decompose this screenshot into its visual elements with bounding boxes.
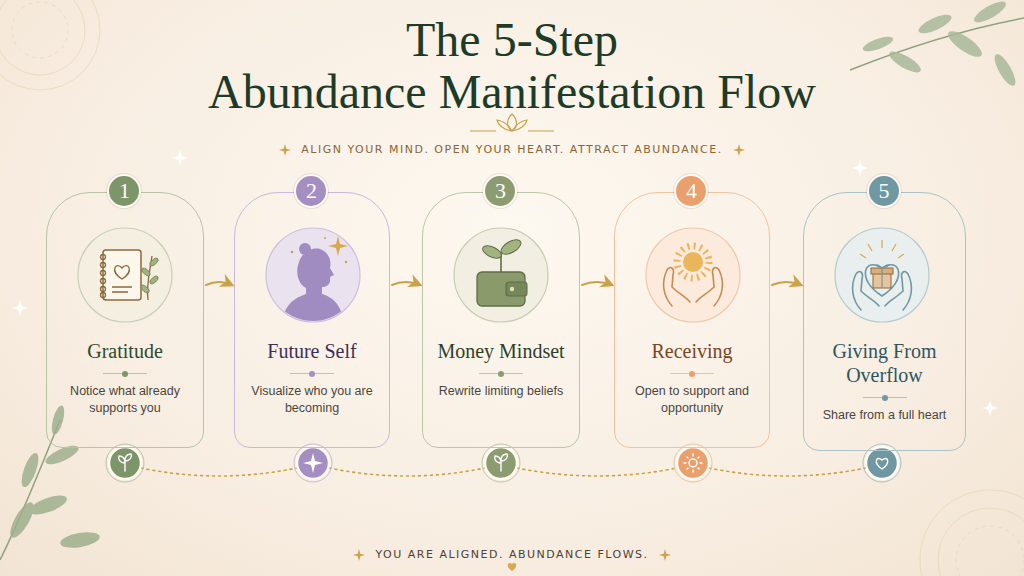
diagram-title: The 5-Step Abundance Manifestation Flow <box>0 14 1024 118</box>
sparkle-star <box>353 549 365 561</box>
divider-dot <box>689 371 695 377</box>
step-description: Share from a full heart <box>816 407 953 424</box>
step-number-badge: 2 <box>294 174 328 208</box>
flow-arrow <box>206 282 232 285</box>
step-number: 1 <box>119 180 130 202</box>
caption: YOU ARE ALIGNED. ABUNDANCE FLOWS. <box>375 548 648 561</box>
step-title: Money Mindset <box>431 339 571 363</box>
sparkle-star <box>659 549 671 561</box>
title-line: The 5-Step <box>0 14 1024 66</box>
step-card: Future SelfVisualize who you are becomin… <box>234 192 390 448</box>
sparkle-star <box>279 144 291 156</box>
divider-line <box>479 373 523 374</box>
divider-dot <box>309 371 315 377</box>
step-description: Visualize who you are becoming <box>247 383 377 417</box>
caption-band: YOU ARE ALIGNED. ABUNDANCE FLOWS. <box>0 543 1024 562</box>
step-title: Giving From Overflow <box>812 339 957 387</box>
step-card: GratitudeNotice what already supports yo… <box>46 192 204 448</box>
step-number: 3 <box>495 180 506 202</box>
step-description: Rewrite limiting beliefs <box>435 383 567 400</box>
step-title: Gratitude <box>55 339 195 363</box>
step-description: Notice what already supports you <box>59 383 191 417</box>
step-card: Money MindsetRewrite limiting beliefs3 <box>422 192 580 448</box>
title-line: Abundance Manifestation Flow <box>0 66 1024 118</box>
divider-dot <box>122 371 128 377</box>
step-card: ReceivingOpen to support and opportunity… <box>614 192 770 448</box>
step-number-badge: 5 <box>867 174 901 208</box>
step-title: Receiving <box>623 339 761 363</box>
step-description: Open to support and opportunity <box>627 383 757 417</box>
divider-line <box>670 373 714 374</box>
step-number-badge: 3 <box>483 174 517 208</box>
step-number: 5 <box>878 180 889 202</box>
sparkle-star <box>733 144 745 156</box>
divider-line <box>863 397 907 398</box>
flow-arrow <box>582 282 612 285</box>
step-number: 2 <box>306 180 317 202</box>
divider-line <box>290 373 334 374</box>
divider-line <box>103 373 147 374</box>
flow-arrow <box>392 282 420 285</box>
divider-dot <box>882 395 888 401</box>
subtitle: ALIGN YOUR MIND. OPEN YOUR HEART. ATTRAC… <box>301 143 722 156</box>
step-number: 4 <box>686 180 697 202</box>
step-title: Future Self <box>243 339 381 363</box>
step-number-badge: 1 <box>107 174 141 208</box>
step-card: Giving From OverflowShare from a full he… <box>803 192 966 451</box>
divider-dot <box>498 371 504 377</box>
subtitle-band: ALIGN YOUR MIND. OPEN YOUR HEART. ATTRAC… <box>0 138 1024 157</box>
flow-arrow <box>772 282 801 285</box>
step-number-badge: 4 <box>674 174 708 208</box>
